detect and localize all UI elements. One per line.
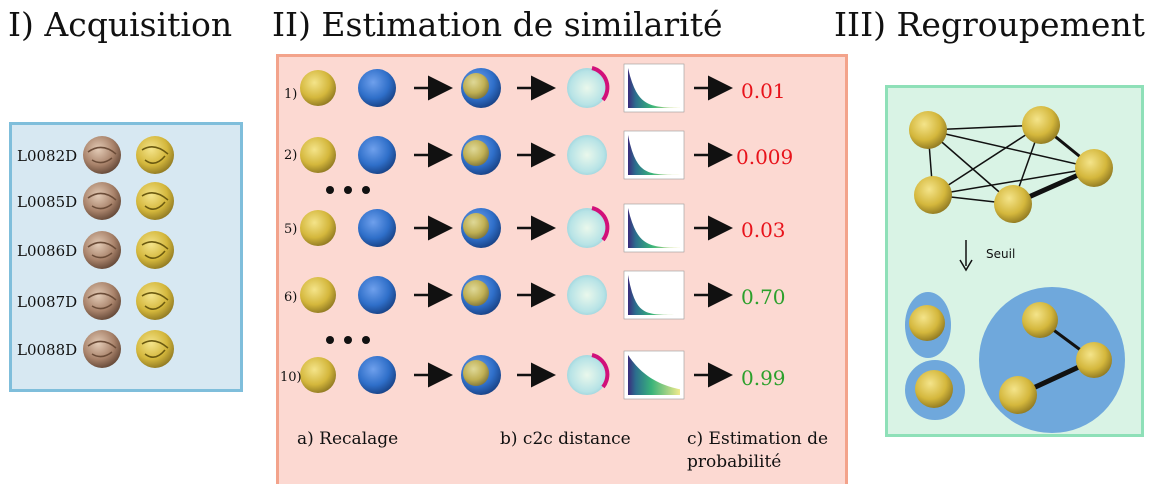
bronze-coin-icon [83,182,121,220]
c2c-outlier-arc [591,206,610,242]
blue-coin-icon [358,276,396,314]
title-acquisition: I) Acquisition [8,5,233,44]
row-index: 2) [284,148,298,163]
gold-coin-icon [1022,302,1058,338]
c2c-map-icon [567,275,607,315]
gold-coin-icon [136,282,174,320]
ellipsis-dots [326,186,370,194]
gold-coin-icon [300,137,336,173]
coin-label: L0086D [17,242,78,260]
gold-coin-icon [1075,149,1113,187]
c2c-map-icon [567,135,607,175]
gold-coin-icon [136,182,174,220]
step-label-c2c: b) c2c distance [500,429,631,449]
bronze-coin-icon [83,136,121,174]
c2c-map-icon [567,68,607,108]
threshold-label: Seuil [986,247,1016,261]
blue-coin-icon [358,136,396,174]
step-label-recalage: a) Recalage [297,429,399,449]
registered-coin-overlay-icon [463,213,489,239]
title-similarity: II) Estimation de similarité [272,5,723,44]
blue-coin-icon [358,356,396,394]
ellipsis-dots [326,336,370,344]
histogram-bars [628,355,680,395]
title-grouping: III) Regroupement [834,5,1145,44]
row-index: 1) [284,87,298,102]
gold-coin-icon [999,376,1037,414]
histogram-bars [628,275,680,315]
coin-label: L0082D [17,147,78,165]
gold-coin-icon [300,357,336,393]
c2c-map-icon [567,355,607,395]
c2c-outlier-arc [591,66,610,102]
bronze-coin-icon [83,231,121,269]
gold-coin-icon [915,370,953,408]
gold-coin-icon [1022,106,1060,144]
registered-coin-overlay-icon [463,360,489,386]
probability-value: 0.009 [736,145,794,169]
gold-coin-icon [300,70,336,106]
gold-coin-icon [136,231,174,269]
gold-coin-icon [136,136,174,174]
gold-coin-icon [136,330,174,368]
row-index: 5) [284,222,298,237]
gold-coin-icon [300,210,336,246]
step-label-estimation-2: probabilité [687,452,782,472]
gold-coin-icon [909,111,947,149]
histogram-bars [628,135,680,175]
acquisition-panel [9,122,243,392]
row-index: 10) [280,370,302,385]
gold-coin-icon [914,176,952,214]
coin-label: L0085D [17,193,78,211]
bronze-coin-icon [83,330,121,368]
gold-coin-icon [1076,342,1112,378]
similarity-panel [276,54,848,484]
gold-coin-icon [300,277,336,313]
bronze-coin-icon [83,282,121,320]
step-label-estimation: c) Estimation de [687,429,829,449]
coin-label: L0088D [17,341,78,359]
blue-coin-icon [358,209,396,247]
histogram-bars [628,208,680,248]
blue-coin-icon [358,69,396,107]
registered-coin-overlay-icon [463,73,489,99]
probability-value: 0.99 [741,366,786,390]
c2c-outlier-arc [591,353,610,389]
threshold-arrow-icon [959,240,973,272]
registered-coin-overlay-icon [463,140,489,166]
probability-value: 0.03 [741,218,786,242]
coin-label: L0087D [17,293,78,311]
histogram-bars [628,68,680,108]
gold-coin-icon [994,185,1032,223]
c2c-map-icon [567,208,607,248]
probability-value: 0.70 [741,285,786,309]
row-index: 6) [284,290,298,305]
probability-value: 0.01 [741,79,786,103]
gold-coin-icon [909,305,945,341]
registered-coin-overlay-icon [463,280,489,306]
